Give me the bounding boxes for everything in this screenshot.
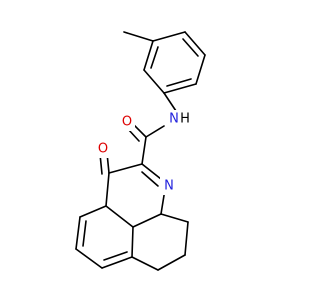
bond-amide-c bbox=[145, 125, 165, 138]
bond-sat-3 bbox=[184, 221, 189, 256]
ketone-oxygen-bg bbox=[95, 140, 111, 158]
bond-benzo-3 bbox=[75, 248, 103, 269]
ring-nitrogen-label: N bbox=[164, 179, 174, 194]
amide-nitrogen-label: N bbox=[169, 112, 179, 127]
amide-hydrogen-label: H bbox=[180, 112, 190, 127]
ketone-oxygen-group: O bbox=[95, 140, 111, 158]
bond-sat-2 bbox=[157, 254, 186, 271]
ring-nitrogen-bg bbox=[160, 177, 178, 195]
bond-tolyl-3 bbox=[195, 54, 206, 85]
bond-benzo-1 bbox=[79, 205, 107, 218]
bond-benzo-2 bbox=[75, 216, 81, 250]
bond-ring-2 bbox=[105, 172, 110, 207]
ring-nitrogen-group: N bbox=[160, 177, 178, 195]
bond-tolyl-6 bbox=[143, 40, 154, 71]
bond-benzo-4 bbox=[101, 256, 133, 269]
bond-benzo-5 bbox=[131, 226, 134, 258]
chemical-structure: N H O O N bbox=[75, 31, 206, 271]
bond-ring-4 bbox=[132, 213, 162, 228]
atom-layer: N H O O N bbox=[95, 110, 190, 195]
bond-amide-carbonyl-a bbox=[133, 124, 147, 138]
bond-tolyl-inner-2 bbox=[166, 78, 192, 87]
bond-benzo-inner-2 bbox=[103, 251, 128, 261]
bond-benzo-inner-1 bbox=[82, 220, 87, 247]
bond-tolyl-inner-3 bbox=[150, 46, 159, 69]
bond-aryl-amide bbox=[163, 92, 177, 112]
bond-tolyl-inner-1 bbox=[182, 38, 199, 57]
bond-methyl bbox=[123, 31, 154, 42]
amide-oxygen-bg bbox=[119, 113, 135, 131]
bond-ring-1 bbox=[108, 163, 143, 174]
bond-tolyl-1 bbox=[152, 31, 186, 42]
bond-tolyl-2 bbox=[184, 31, 206, 56]
bond-sat-4 bbox=[160, 213, 189, 223]
bond-ring-inner-1 bbox=[141, 171, 159, 187]
bond-sat-1 bbox=[131, 256, 159, 271]
bond-ring-3 bbox=[105, 205, 134, 228]
amide-nitrogen-bg bbox=[166, 110, 188, 128]
amide-oxygen-label: O bbox=[122, 115, 132, 130]
amide-nitrogen-group: N H bbox=[166, 110, 190, 128]
bond-tolyl-5 bbox=[143, 69, 165, 94]
bond-amide-ring bbox=[141, 136, 147, 165]
ketone-oxygen-label: O bbox=[98, 142, 108, 157]
bond-tolyl-4 bbox=[163, 83, 197, 94]
amide-oxygen-group: O bbox=[119, 113, 135, 131]
